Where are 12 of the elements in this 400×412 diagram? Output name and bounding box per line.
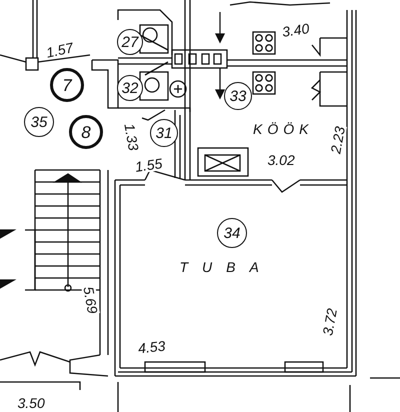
room-number: 35 (24, 107, 54, 137)
room-number: 31 (150, 119, 178, 147)
callout-number: 7 (50, 68, 84, 102)
room-number: 27 (117, 29, 143, 55)
dimension-label: 3.40 (280, 21, 311, 39)
dimension-label: 3.50 (16, 396, 46, 410)
dimension-label: 3.02 (266, 153, 296, 167)
room-number: 33 (224, 82, 252, 110)
room-number: 34 (217, 218, 247, 248)
callout-number: 8 (69, 115, 103, 149)
room-number: 32 (117, 75, 143, 101)
dimension-label: 4.53 (136, 338, 166, 356)
